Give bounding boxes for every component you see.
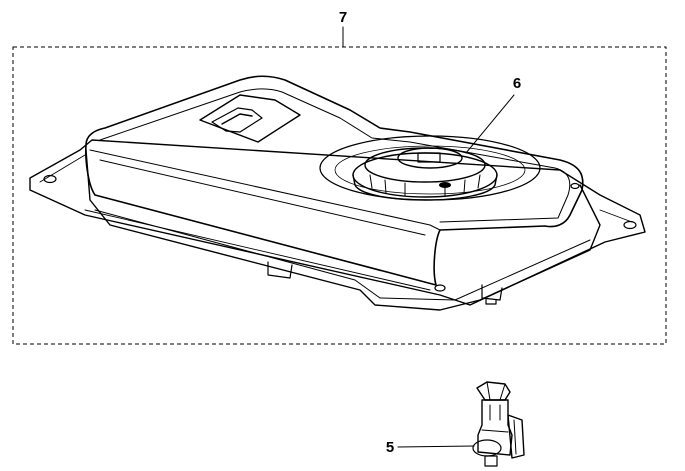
tank-base-ridge: [94, 209, 591, 301]
fuel-cap-vent: [439, 182, 451, 188]
callout-6-label: 6: [513, 75, 521, 92]
fuel-cap: [352, 147, 498, 201]
callout-7-label: 7: [339, 9, 347, 26]
fuel-cap-gauge: [397, 147, 463, 169]
fuel-tank: [29, 75, 646, 311]
tank-side-crease: [89, 149, 441, 236]
callout-6-leader: [465, 94, 515, 154]
fuel-cap-side: [352, 174, 498, 201]
mounting-hole: [623, 220, 637, 230]
tank-bottom-bracket: [267, 261, 293, 279]
tank-handle-pad: [199, 94, 301, 143]
tank-top-inner-contour: [99, 88, 571, 223]
valve-body: [477, 399, 513, 456]
valve-outlet: [484, 455, 498, 467]
valve-nut-facets: [486, 381, 506, 401]
tank-handle-grip-highlight: [221, 113, 253, 125]
tank-mounting-flange: [29, 139, 646, 306]
tank-handle-grip: [211, 107, 263, 133]
fuel-cap-knurl: [369, 174, 481, 197]
valve-port: [472, 439, 502, 457]
filler-neck-recess-inner: [334, 145, 526, 195]
callout-5-label: 5: [386, 439, 394, 456]
tank-flange-inner-edge: [39, 154, 633, 291]
fuel-valve: [472, 381, 525, 467]
mounting-hole: [43, 174, 57, 184]
valve-lever: [507, 414, 525, 459]
valve-body-shading: [481, 404, 509, 433]
callout-5-leader: [397, 445, 475, 448]
mounting-hole: [570, 182, 580, 190]
fuel-cap-gauge-window: [417, 152, 441, 163]
assembly-dashed-boundary: [12, 46, 667, 345]
valve-lever-detail: [513, 419, 517, 455]
tank-lower-shell: [85, 149, 601, 311]
mounting-holes: [43, 174, 637, 292]
mounting-hole: [434, 284, 446, 292]
tank-outlet-fitting: [481, 284, 503, 305]
tank-top-shell: [85, 75, 584, 286]
